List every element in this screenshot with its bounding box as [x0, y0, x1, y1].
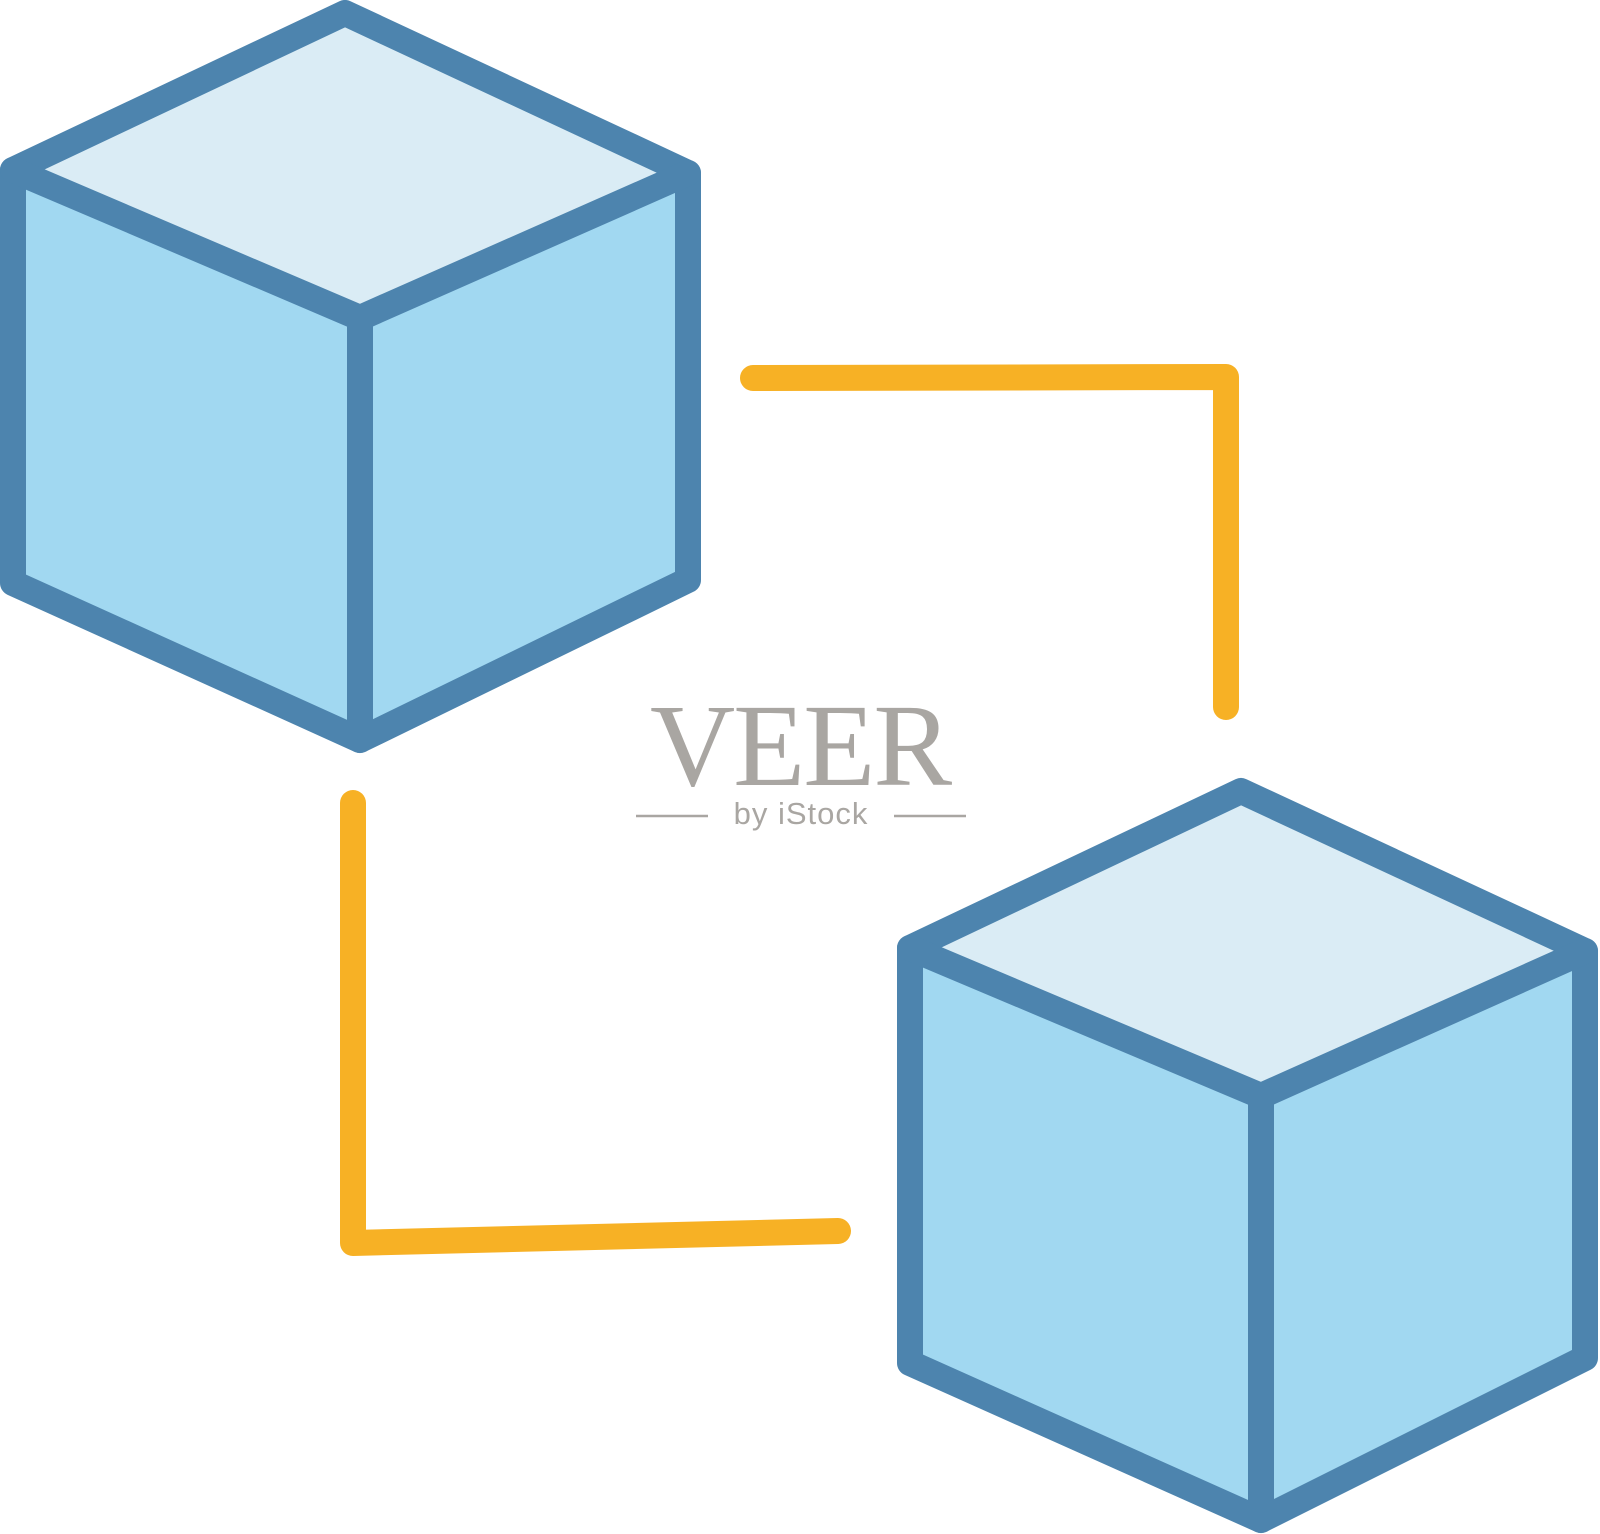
cube-outline: [0, 0, 701, 753]
cube-left-face: [910, 948, 1261, 1520]
cube-outline: [897, 778, 1598, 1533]
cube-top-left: [0, 0, 701, 753]
cube-right-face: [1261, 951, 1585, 1520]
cube-bottom-right: [897, 778, 1598, 1533]
watermark-brand: VEER: [650, 680, 952, 811]
cube-left-face: [13, 170, 360, 740]
connector-bottom-left: [340, 790, 851, 1256]
watermark-tagline: by iStock: [734, 796, 869, 831]
connector-top-right: [740, 364, 1239, 720]
cube-right-face: [360, 173, 688, 740]
watermark: VEER by iStock: [636, 680, 966, 831]
